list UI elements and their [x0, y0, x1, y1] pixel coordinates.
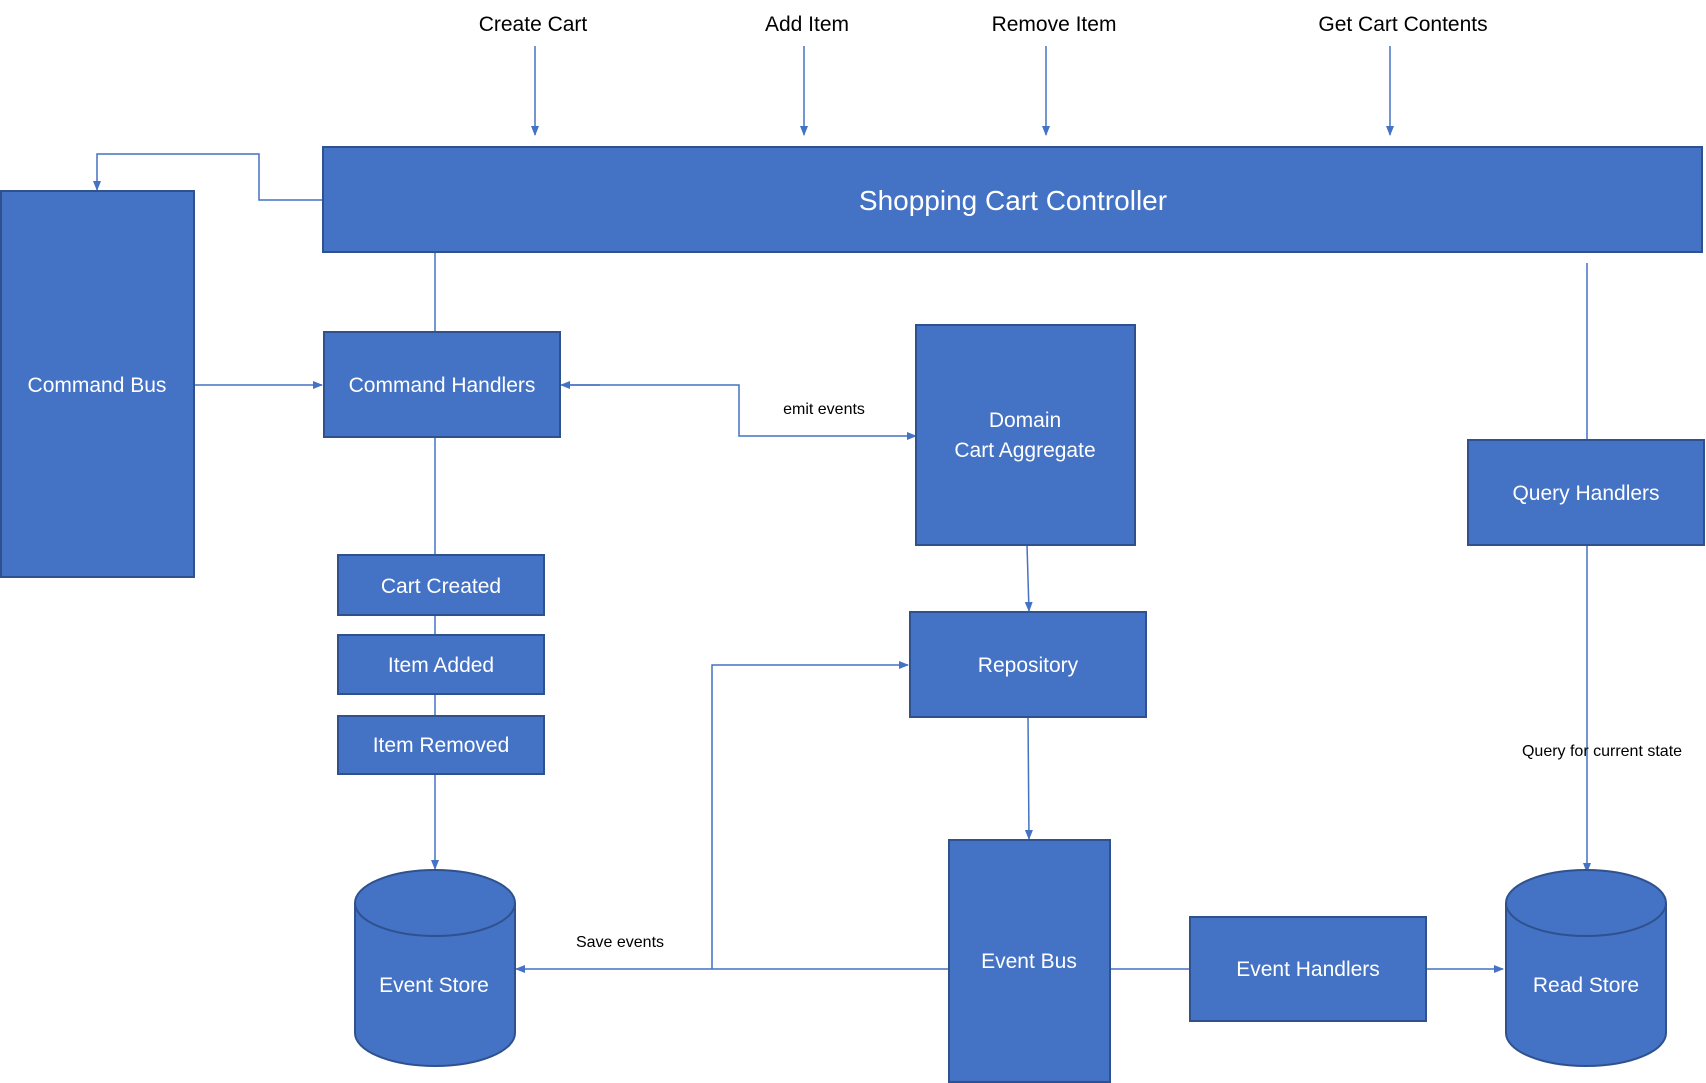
add-item-label: Add Item [765, 13, 849, 36]
event-handlers-label: Event Handlers [1236, 958, 1380, 981]
save-events-annotation: Save events [576, 934, 664, 951]
cart-aggregate-label: Cart Aggregate [954, 439, 1095, 462]
read-store: Read Store [1505, 869, 1667, 1067]
emit-events-annotation: emit events [783, 401, 865, 418]
event-bus-label: Event Bus [981, 950, 1077, 973]
command-bus-label: Command Bus [28, 374, 167, 397]
domain-to-repository-arrow [1024, 544, 1033, 612]
item-removed-label: Item Removed [373, 734, 510, 757]
get-cart-contents-label: Get Cart Contents [1318, 13, 1487, 36]
repository: Repository [909, 611, 1147, 718]
cart-created-label: Cart Created [381, 575, 501, 598]
query-current-state-annotation: Query for current state [1522, 743, 1682, 760]
event-handlers: Event Handlers [1189, 916, 1427, 1022]
domain-cart-aggregate: Domain Cart Aggregate [915, 324, 1136, 546]
read-store-label: Read Store [1533, 974, 1639, 997]
event-store-label: Event Store [379, 974, 489, 997]
command-bus: Command Bus [0, 190, 195, 578]
connectors [93, 46, 1591, 973]
repository-to-event-bus-arrow [1024, 716, 1033, 840]
query-handlers: Query Handlers [1467, 439, 1705, 546]
create-cart-label: Create Cart [479, 13, 588, 36]
controller-to-command-bus-connector [93, 153, 323, 201]
query-handlers-label: Query Handlers [1512, 482, 1659, 505]
emit-events-connector [563, 384, 917, 440]
remove-item-label: Remove Item [992, 13, 1117, 36]
command-handlers-label: Command Handlers [349, 374, 536, 397]
domain-label: Domain [989, 409, 1061, 432]
item-added-label: Item Added [388, 654, 494, 677]
item-removed-event: Item Removed [337, 715, 545, 775]
event-store: Event Store [354, 869, 516, 1067]
command-handlers: Command Handlers [323, 331, 561, 438]
repository-label: Repository [978, 654, 1079, 677]
shopping-cart-controller: Shopping Cart Controller [322, 146, 1703, 253]
event-bus: Event Bus [948, 839, 1111, 1083]
cart-created-event: Cart Created [337, 554, 545, 616]
shopping-cart-controller-label: Shopping Cart Controller [859, 185, 1167, 216]
save-events-to-repository-connector [711, 661, 909, 969]
item-added-event: Item Added [337, 634, 545, 695]
